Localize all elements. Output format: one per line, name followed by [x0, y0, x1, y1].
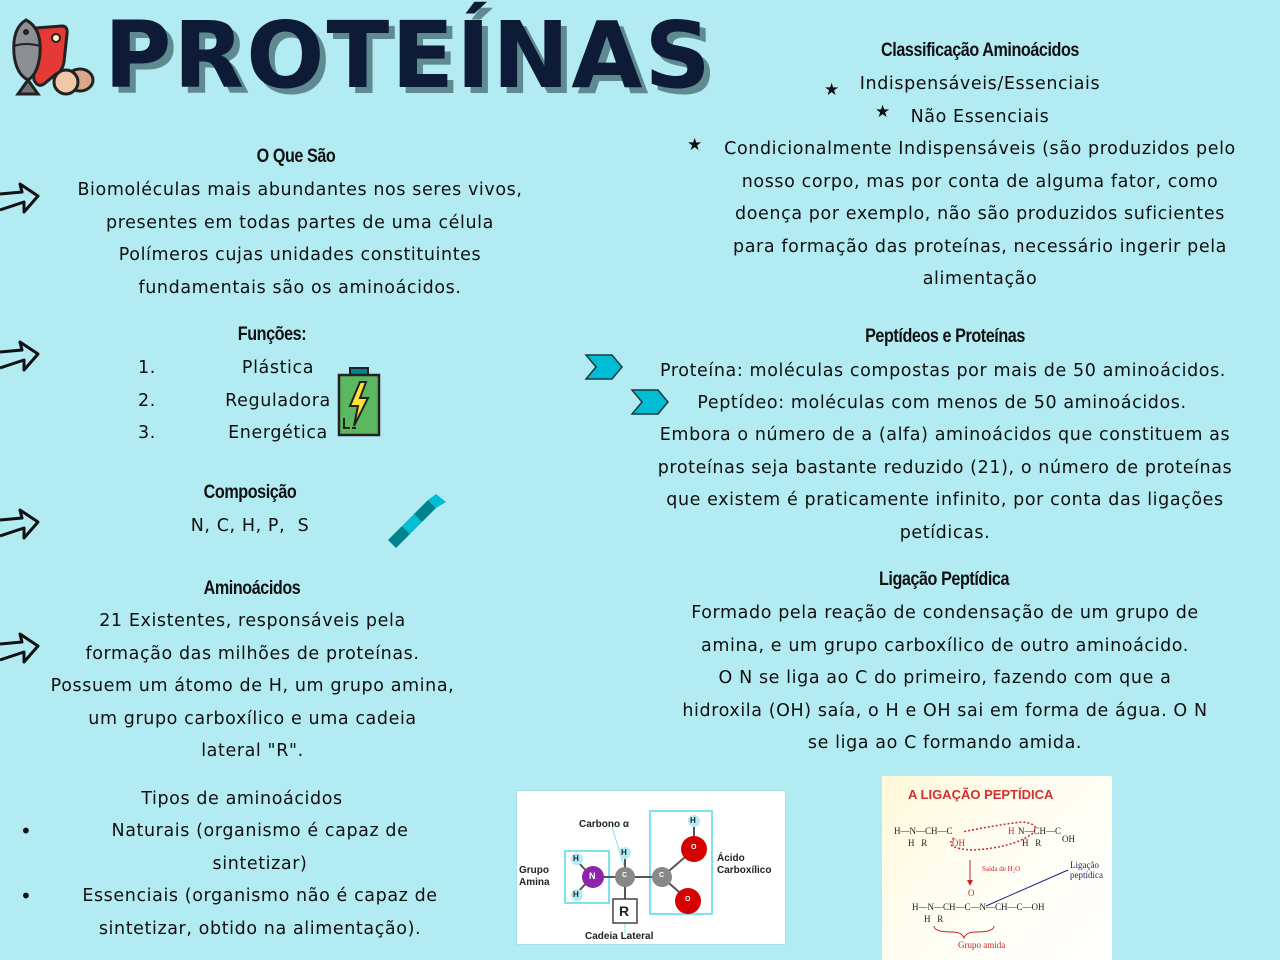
- text-line: O N se liga ao C do primeiro, fazendo co…: [718, 668, 1172, 688]
- text-line: fundamentais são os aminoácidos.: [138, 277, 462, 298]
- aminoacidos-text: 21 Existentes, responsáveis pela formaçã…: [20, 605, 485, 768]
- text-line: para formação das proteínas, necessário …: [733, 236, 1227, 257]
- classificacao-heading: Classificação Aminoácidos: [881, 40, 1079, 61]
- hand-drawn-arrow-icon: [0, 180, 44, 220]
- text-line: proteínas seja bastante reduzido (21), o…: [657, 457, 1233, 478]
- carbon-atom: C: [659, 872, 665, 879]
- ligacao-heading: Ligação Peptídica: [878, 569, 1010, 590]
- oxygen-label: O: [968, 888, 975, 898]
- o-que-sao-heading: O Que São: [256, 146, 336, 167]
- diagram-title: A LIGAÇÃO PEPTÍDICA: [908, 787, 1054, 802]
- composicao-heading: Composição: [203, 482, 297, 503]
- acido-carboxilico-label: Ácido Carboxílico: [717, 853, 772, 876]
- o-que-sao-text: Biomoléculas mais abundantes nos seres v…: [40, 174, 560, 304]
- text-line: alimentação: [922, 269, 1038, 289]
- formula-sub: H R: [1022, 838, 1042, 848]
- peptideos-heading: Peptídeos e Proteínas: [865, 326, 1025, 347]
- bullet-icon: •: [20, 819, 33, 843]
- peptideos-text: Embora o número de a (alfa) aminoácidos …: [615, 419, 1275, 549]
- text-line: lateral "R".: [201, 741, 304, 761]
- tipos-list: • Naturais (organismo é capaz de sinteti…: [0, 815, 480, 945]
- list-item: • Essenciais (organismo não é capaz de s…: [0, 880, 480, 945]
- hand-drawn-arrow-icon: [0, 506, 44, 546]
- text-line: hidroxila (OH) saía, o H e OH sai em for…: [682, 700, 1208, 721]
- list-item: • Naturais (organismo é capaz de sinteti…: [0, 815, 480, 880]
- text-line: Formado pela reação de condensação de um…: [691, 603, 1199, 623]
- classificacao-item: Indispensáveis/Essenciais: [859, 74, 1101, 94]
- hydrogen-atom: H: [573, 890, 579, 899]
- carbon-atom: C: [622, 872, 628, 879]
- text-line: nosso corpo, mas por conta de alguma fat…: [741, 171, 1219, 192]
- text-line: Possuem um átomo de H, um grupo amina,: [50, 676, 455, 696]
- formula-row: H—N—CH—C—N—CH—C—OH: [912, 902, 1045, 912]
- star-icon: ★: [687, 135, 703, 155]
- text-line: doença por exemplo, não são produzidos s…: [735, 204, 1225, 224]
- text-line: se liga ao C formando amida.: [807, 733, 1083, 753]
- peptide-bond-label: Ligação peptídica: [1070, 860, 1103, 880]
- text-line: Biomoléculas mais abundantes nos seres v…: [77, 180, 523, 200]
- water-exit-label: Saída de H₂O: [982, 865, 1021, 873]
- peptideos-bullet: Peptídeo: moléculas com menos de 50 amin…: [697, 393, 1187, 413]
- oxygen-atom: O: [691, 844, 697, 851]
- formula-row: H—N—CH—C: [894, 826, 953, 836]
- list-item: 2. Reguladora: [138, 390, 331, 411]
- aminoacidos-heading: Aminoácidos: [203, 578, 301, 599]
- text-line: 21 Existentes, responsáveis pela: [99, 611, 406, 631]
- hydroxyl-label: OH: [952, 838, 965, 848]
- peptide-bond-diagram: A LIGAÇÃO PEPTÍDICA H—N—CH—C H R OH H N—…: [882, 776, 1112, 960]
- r-group-label: R: [619, 903, 630, 919]
- carbono-alfa-label: Carbono α: [579, 819, 630, 830]
- ligacao-text: Formado pela reação de condensação de um…: [640, 597, 1250, 760]
- text-line: Polímeros cujas unidades constituintes: [118, 245, 482, 265]
- list-item: 3. Energética: [138, 423, 328, 444]
- text-line: Embora o número de a (alfa) aminoácidos …: [659, 425, 1231, 445]
- funcoes-list: 1. Plástica 2. Reguladora 3. Energética: [138, 352, 368, 450]
- hydrogen-atom: H: [573, 854, 579, 863]
- text-line: formação das milhões de proteínas.: [85, 643, 420, 664]
- amide-group-label: Grupo amida: [958, 940, 1006, 950]
- grupo-amina-label: Grupo Amina: [519, 865, 550, 888]
- text-line: um grupo carboxílico e uma cadeia: [88, 708, 417, 729]
- hydrogen-atom: H: [621, 848, 627, 857]
- bullet-icon: •: [20, 884, 33, 908]
- hydroxyl-label: OH: [1062, 834, 1075, 844]
- peptideos-bullet: Proteína: moléculas compostas por mais d…: [660, 361, 1226, 381]
- formula-row: N—CH—C: [1018, 826, 1062, 836]
- text-line: amina, e um grupo carboxílico de outro a…: [701, 635, 1189, 656]
- hydrogen-atom: H: [690, 816, 696, 825]
- hand-drawn-arrow-icon: [0, 630, 44, 670]
- tipos-heading: Tipos de aminoácidos: [141, 789, 343, 809]
- star-icon: ★: [875, 102, 891, 122]
- battery-charging-icon: [336, 366, 382, 442]
- text-line: petídicas.: [899, 522, 991, 543]
- composicao-value: N, C, H, P, S: [190, 516, 310, 536]
- classificacao-item: Não Essenciais: [910, 107, 1050, 127]
- formula-sub: H R: [924, 914, 944, 924]
- nitrogen-atom: N: [589, 871, 596, 881]
- food-protein-icon: [4, 14, 100, 98]
- hand-drawn-arrow-icon: [0, 338, 44, 378]
- classificacao-item-3: Condicionalmente Indispensáveis (são pro…: [700, 133, 1260, 296]
- page-title: PROTEÍNAS: [104, 2, 713, 109]
- text-line: Condicionalmente Indispensáveis (são pro…: [724, 139, 1236, 159]
- chevron-right-icon: [630, 388, 670, 420]
- star-icon: ★: [824, 80, 840, 100]
- amino-acid-structure-diagram: Carbono α Grupo Amina Ácido Carboxílico …: [516, 790, 786, 945]
- list-item: 1. Plástica: [138, 358, 315, 379]
- hydrogen-label: H: [1008, 826, 1015, 836]
- funcoes-heading: Funções:: [237, 324, 307, 345]
- oxygen-atom: O: [685, 896, 691, 903]
- text-line: presentes em todas partes de uma célula: [106, 212, 494, 233]
- chevron-right-icon: [584, 353, 624, 385]
- formula-sub: H R: [908, 838, 928, 848]
- cadeia-lateral-label: Cadeia Lateral: [585, 931, 654, 942]
- text-line: que existem é praticamente infinito, por…: [666, 490, 1224, 510]
- dna-helix-icon: [384, 490, 448, 558]
